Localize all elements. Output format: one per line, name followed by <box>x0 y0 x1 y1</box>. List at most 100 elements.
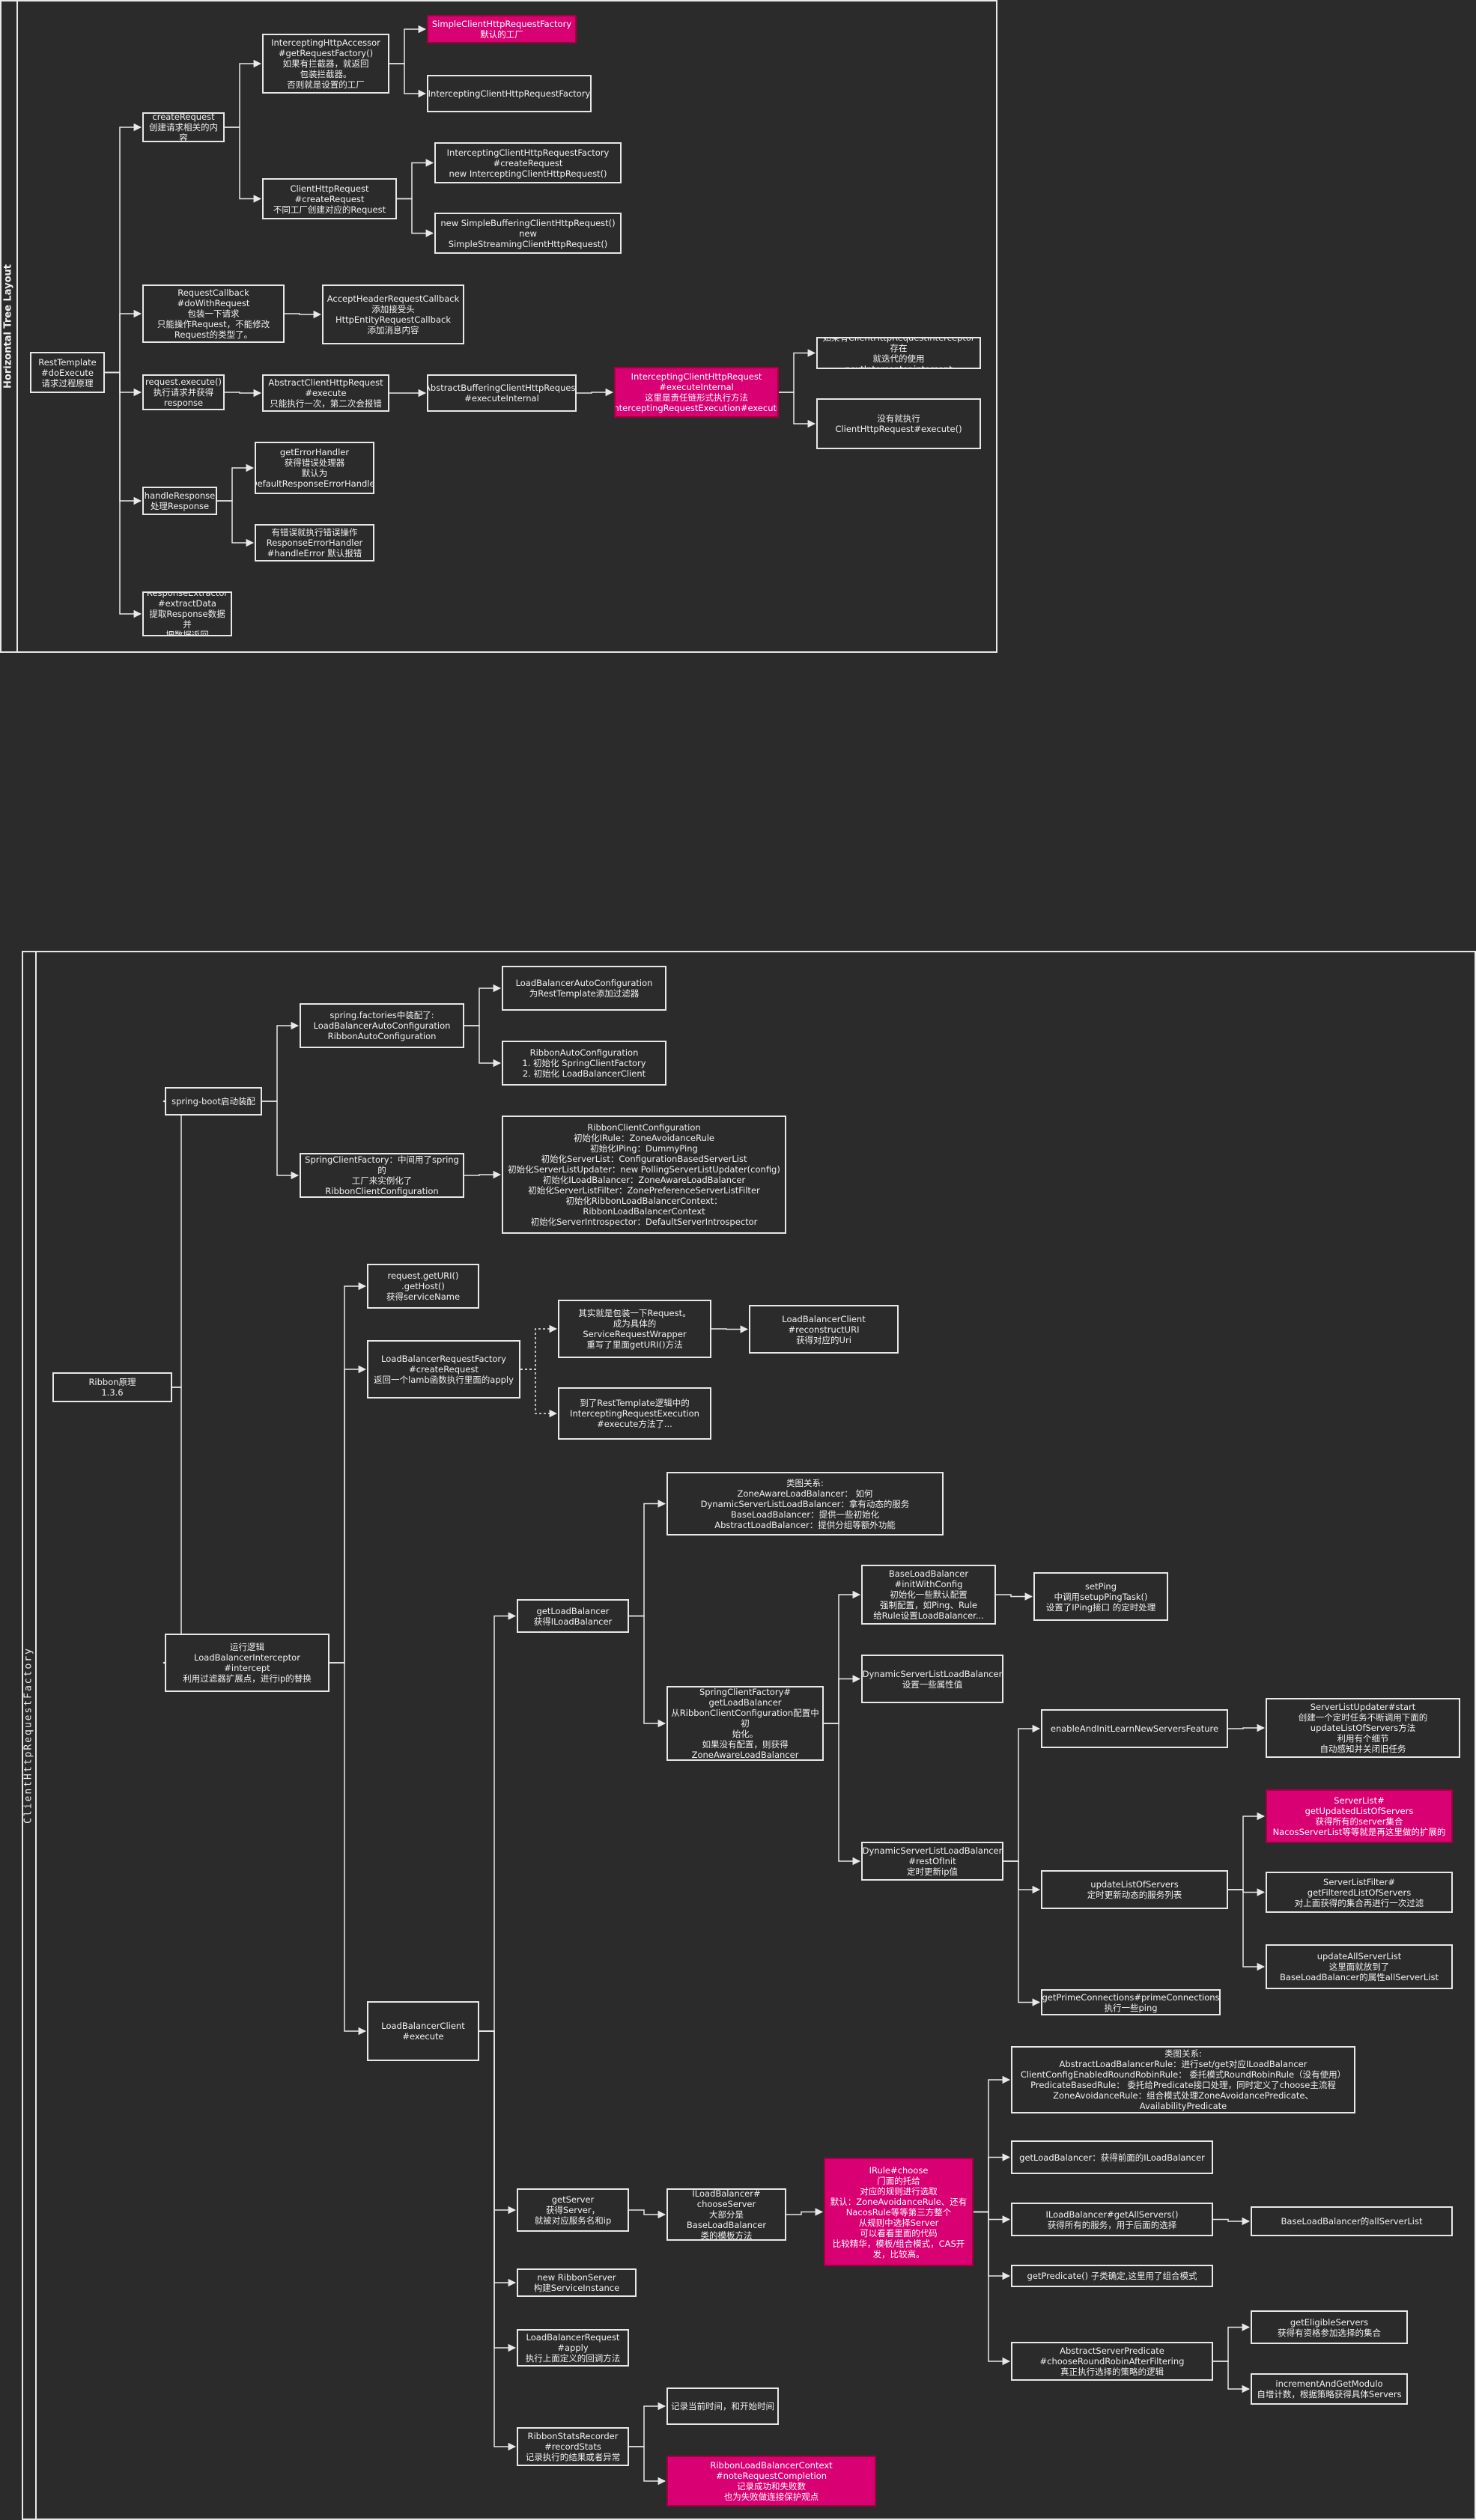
connector-run-lbrf <box>329 1365 367 1664</box>
node-lbra: LoadBalancerRequest #apply 执行上面定义的回调方法 <box>517 2329 629 2367</box>
node-lbcr: LoadBalancerClient #reconstructURI 获得对应的… <box>749 1305 899 1354</box>
connector-dsl2-eai <box>1003 1724 1041 1862</box>
node-rb: Ribbon原理 1.3.6 <box>52 1372 172 1402</box>
node-re: request.execute() 执行请求并获得 response <box>142 374 225 410</box>
connector-sba-sfp <box>262 1021 300 1102</box>
node-nrs: new RibbonServer 构建ServiceInstance <box>517 2268 637 2297</box>
connector-rt-re <box>105 371 142 397</box>
connector-asp-iag <box>1213 2361 1251 2393</box>
node-rel2: 类图关系: AbstractLoadBalancerRule：进行set/get… <box>1011 2046 1355 2113</box>
connector-rt-hr <box>105 371 142 505</box>
node-lbrf: LoadBalancerRequestFactory #createReques… <box>367 1340 520 1399</box>
connector-blb-sping <box>996 1592 1033 1601</box>
node-slu: ServerListUpdater#start 创建一个定时任务不断调用下面的 … <box>1266 1698 1460 1758</box>
connector-rt-rc <box>105 309 142 374</box>
connector-chr-sbr <box>397 198 434 237</box>
connector-rb-sba <box>162 1097 182 1388</box>
connector-lbce-nrs <box>479 2030 517 2287</box>
node-rex: ResponseExtractor #extractData 提取Respons… <box>142 591 232 636</box>
connector-rb-run <box>162 1387 182 1667</box>
node-rt: RestTemplate #doExecute 请求过程原理 <box>30 352 105 393</box>
connector-iha-icf <box>389 63 427 98</box>
connector-hr-geh <box>217 463 255 502</box>
connector-ilc-irc <box>786 2208 824 2216</box>
node-gpr: getPredicate() 子类确定,这里用了组合模式 <box>1011 2265 1213 2287</box>
connector-cr-chr <box>225 127 262 203</box>
connector-scfg-blb <box>824 1590 861 1724</box>
connector-ichr-nxt <box>779 349 816 393</box>
connector-lbce-lbra <box>479 2030 517 2352</box>
node-glb2: getLoadBalancer：获得前面的ILoadBalancer <box>1011 2140 1213 2174</box>
node-hr: handleResponse 处理Response <box>142 487 217 515</box>
node-rcc: RibbonClientConfiguration 初始化IRule：ZoneA… <box>502 1116 786 1234</box>
connector-sfp-lbac <box>464 984 502 1026</box>
node-iha: InterceptingHttpAccessor #getRequestFact… <box>262 34 389 94</box>
node-gpc: getPrimeConnections#primeConnections 执行一… <box>1041 1989 1221 2015</box>
node-geh: getErrorHandler 获得错误处理器 默认为 DefaultRespo… <box>255 442 374 494</box>
connector-lbce-rsr <box>479 2030 517 2451</box>
node-eai: enableAndInitLearnNewServersFeature <box>1041 1709 1228 1748</box>
connector-lbrf-wrap <box>520 1324 558 1370</box>
connector-re-ache <box>225 389 262 398</box>
node-slf: ServerListFilter# getFilteredListOfServe… <box>1266 1872 1453 1913</box>
connector-lbce-glb <box>479 1612 517 2032</box>
node-sping: setPing 中调用setupPingTask() 设置了IPing接口 的定… <box>1033 1572 1168 1621</box>
connector-chr-icfc <box>397 159 434 200</box>
connector-gs-ilc <box>629 2209 666 2219</box>
node-scfa: SpringClientFactory：中间用了spring的 工厂来实例化了 … <box>300 1153 464 1198</box>
connector-irc-gpr <box>974 2211 1011 2280</box>
node-nxt: 如果有ClientHttpRequestInterceptor存在 就迭代的使用… <box>816 337 981 369</box>
connector-lbce-gs <box>479 2030 517 2215</box>
node-chr: ClientHttpRequest #createRequest 不同工厂创建对… <box>262 178 397 219</box>
connector-eai-slu <box>1228 1723 1266 1732</box>
connector-glb-scfg <box>629 1615 666 1728</box>
connector-ichr-noi <box>779 392 816 428</box>
node-sba: spring-boot启动装配 <box>165 1087 262 1116</box>
connector-uls-uas <box>1228 1889 1266 1971</box>
node-gas: ILoadBalancer#getAllServers() 获得所有的服务，用于… <box>1011 2203 1213 2236</box>
connector-uls-sl <box>1228 1812 1266 1890</box>
top-panel-title: Horizontal Tree Layout <box>0 0 18 653</box>
connector-iha-scf <box>389 25 427 64</box>
node-glb: getLoadBalancer 获得ILoadBalancer <box>517 1599 629 1633</box>
node-wrap: 其实就是包装一下Request。 成为具体的ServiceRequestWrap… <box>558 1300 711 1358</box>
node-sl: ServerList# getUpdatedListOfServers 获得所有… <box>1266 1789 1453 1843</box>
node-rtm: 记录当前时间，和开始时间 <box>666 2387 779 2425</box>
connector-scfg-dsl2 <box>824 1723 861 1866</box>
node-dsl1: DynamicServerListLoadBalancer 设置一些属性值 <box>861 1655 1003 1703</box>
node-dsl2: DynamicServerListLoadBalancer #restOfIni… <box>861 1842 1003 1881</box>
connector-rt-rex <box>105 371 142 618</box>
connector-irc-glb2 <box>974 2153 1011 2213</box>
connector-rsr-rlbc <box>629 2446 666 2486</box>
node-irc: IRule#choose 门面的托给 对应的规则进行选取 默认：ZoneAvoi… <box>824 2158 974 2266</box>
node-rlbc: RibbonLoadBalancerContext #noteRequestCo… <box>666 2456 876 2507</box>
top-panel <box>0 0 997 653</box>
connector-run-lbce <box>329 1662 367 2036</box>
bottom-panel <box>22 951 1476 2520</box>
node-ilc: ILoadBalancer# chooseServer 大部分是BaseLoad… <box>666 2188 786 2241</box>
node-ahr: AcceptHeaderRequestCallback 添加接受头 HttpEn… <box>322 284 464 344</box>
connector-run-rgu <box>329 1282 367 1664</box>
connector-irc-rel2 <box>974 2075 1011 2213</box>
node-run: 运行逻辑 LoadBalancerInterceptor #intercept … <box>165 1634 329 1692</box>
node-rel: 类图关系: ZoneAwareLoadBalancer： 如何 DynamicS… <box>666 1472 944 1536</box>
node-err: 有错误就执行错误操作 ResponseErrorHandler #handleE… <box>255 524 374 561</box>
node-gs: getServer 获得Server， 就被对应服务名和ip <box>517 2188 629 2232</box>
connector-irc-asp <box>974 2211 1011 2366</box>
node-ichr: InterceptingClientHttpRequest #executeIn… <box>614 367 779 418</box>
connector-asp-ges <box>1213 2323 1251 2362</box>
connector-rt-cr <box>105 123 142 374</box>
connector-scfg-dsl1 <box>824 1675 861 1724</box>
node-rac: RibbonAutoConfiguration 1. 初始化 SpringCli… <box>502 1041 666 1086</box>
node-uas: updateAllServerList 这里面就放到了 BaseLoadBala… <box>1266 1944 1453 1989</box>
bottom-panel-title: ClientHttpRequestFactory <box>22 951 37 2520</box>
node-ret: 到了RestTemplate逻辑中的 InterceptingRequestEx… <box>558 1387 711 1440</box>
connector-gas-bas <box>1213 2217 1251 2226</box>
connector-rsr-rtm <box>629 2402 666 2447</box>
node-icf: InterceptingClientHttpRequestFactory <box>427 75 592 112</box>
connector-sba-scfa <box>262 1101 300 1180</box>
node-lbac: LoadBalancerAutoConfiguration 为RestTempl… <box>502 966 666 1011</box>
node-abch: AbstractBufferingClientHttpRequest #exec… <box>427 374 577 412</box>
node-sbr: new SimpleBufferingClientHttpRequest() n… <box>434 213 622 254</box>
